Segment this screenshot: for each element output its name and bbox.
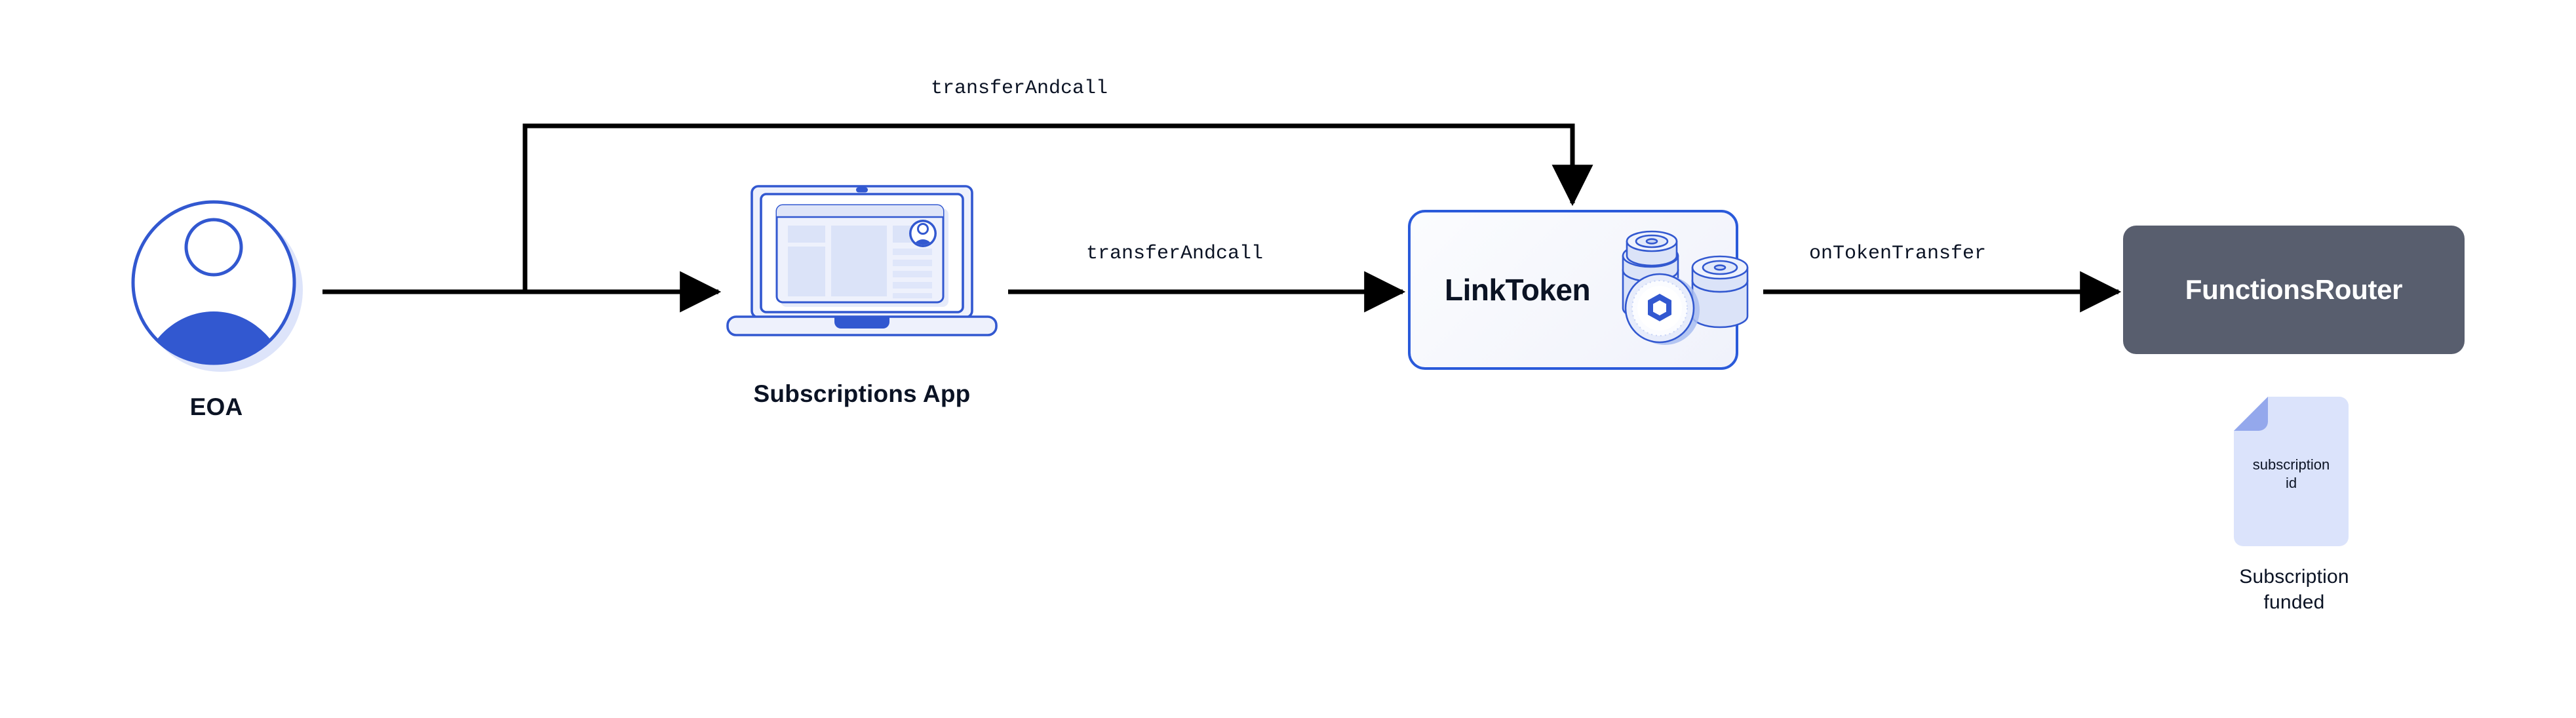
- document-inner-label-line1: subscription: [2252, 456, 2330, 473]
- node-link-token[interactable]: LinkToken: [1408, 210, 1749, 370]
- node-subscriptions-app: Subscriptions App: [708, 184, 1016, 446]
- node-label-subscription-funded: Subscription funded: [2150, 564, 2438, 615]
- node-label-eoa: EOA: [189, 393, 243, 420]
- node-label-subscriptions-app: Subscriptions App: [753, 380, 971, 407]
- node-functions-router[interactable]: FunctionsRouter: [2123, 226, 2465, 354]
- edge-label-on-token-transfer: onTokenTransfer: [1809, 243, 1987, 265]
- node-label-link-token: LinkToken: [1445, 273, 1591, 307]
- edge-label-transfer-and-call-top: transferAndcall: [931, 77, 1108, 100]
- edge-label-transfer-and-call-middle: transferAndcall: [1086, 243, 1264, 265]
- subscription-funded-line2: funded: [2263, 591, 2325, 613]
- node-eoa: EOA: [111, 197, 321, 446]
- link-coins-icon: [1622, 230, 1749, 345]
- subscription-funded-line1: Subscription: [2239, 566, 2349, 588]
- document-icon: [2234, 397, 2349, 546]
- document-inner-label-line2: id: [2285, 474, 2297, 491]
- node-label-functions-router: FunctionsRouter: [2185, 274, 2403, 305]
- laptop-icon: [726, 185, 998, 336]
- node-subscription-doc: subscription id Subscription funded: [2150, 393, 2438, 643]
- user-avatar-icon: [131, 200, 303, 372]
- document-inner-label: subscription id: [2234, 456, 2349, 492]
